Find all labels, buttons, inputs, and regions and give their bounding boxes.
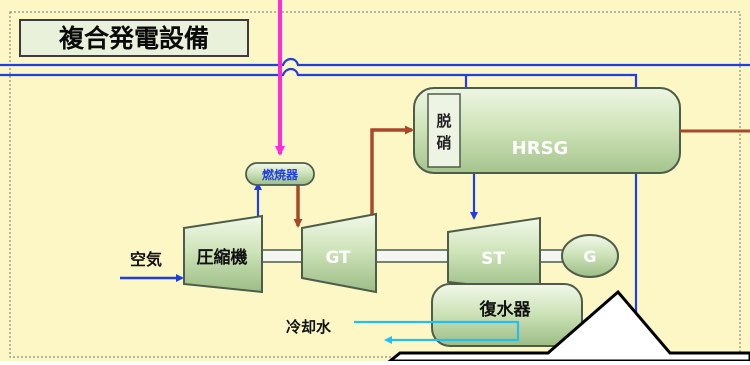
cooling-water-loop — [354, 320, 520, 344]
denitration-label-2: 硝 — [436, 134, 451, 152]
generator — [561, 234, 619, 278]
cooling-water-label: 冷却水 — [286, 318, 332, 336]
combustor-label: 燃焼器 — [262, 167, 299, 182]
shaft-gt-st — [375, 249, 449, 263]
condenser-label: 復水器 — [479, 299, 532, 320]
callout-bubble — [385, 289, 750, 363]
denitration-section — [427, 93, 461, 168]
gt-exhaust-line — [370, 125, 414, 218]
gas-turbine-label: GT — [325, 248, 351, 268]
panel-border — [9, 11, 741, 358]
shaft-st-generator — [539, 249, 565, 263]
denitration-label: 脱 — [436, 112, 451, 130]
pipe-top-loop — [0, 57, 750, 67]
combustor — [245, 162, 315, 186]
title-box — [19, 19, 249, 57]
shaft-compressor-gt — [261, 249, 305, 263]
steam-turbine-label: ST — [481, 249, 505, 269]
title-text: 複合発電設備 — [59, 24, 209, 53]
condenser — [431, 283, 583, 347]
generator-label: G — [583, 247, 596, 266]
air-label: 空気 — [130, 250, 162, 269]
compressor-label: 圧縮機 — [197, 247, 248, 268]
pipe-feedwater — [0, 67, 638, 320]
compressor — [183, 214, 263, 294]
hrsg-label: HRSG — [512, 138, 569, 159]
gas-turbine — [301, 212, 377, 294]
